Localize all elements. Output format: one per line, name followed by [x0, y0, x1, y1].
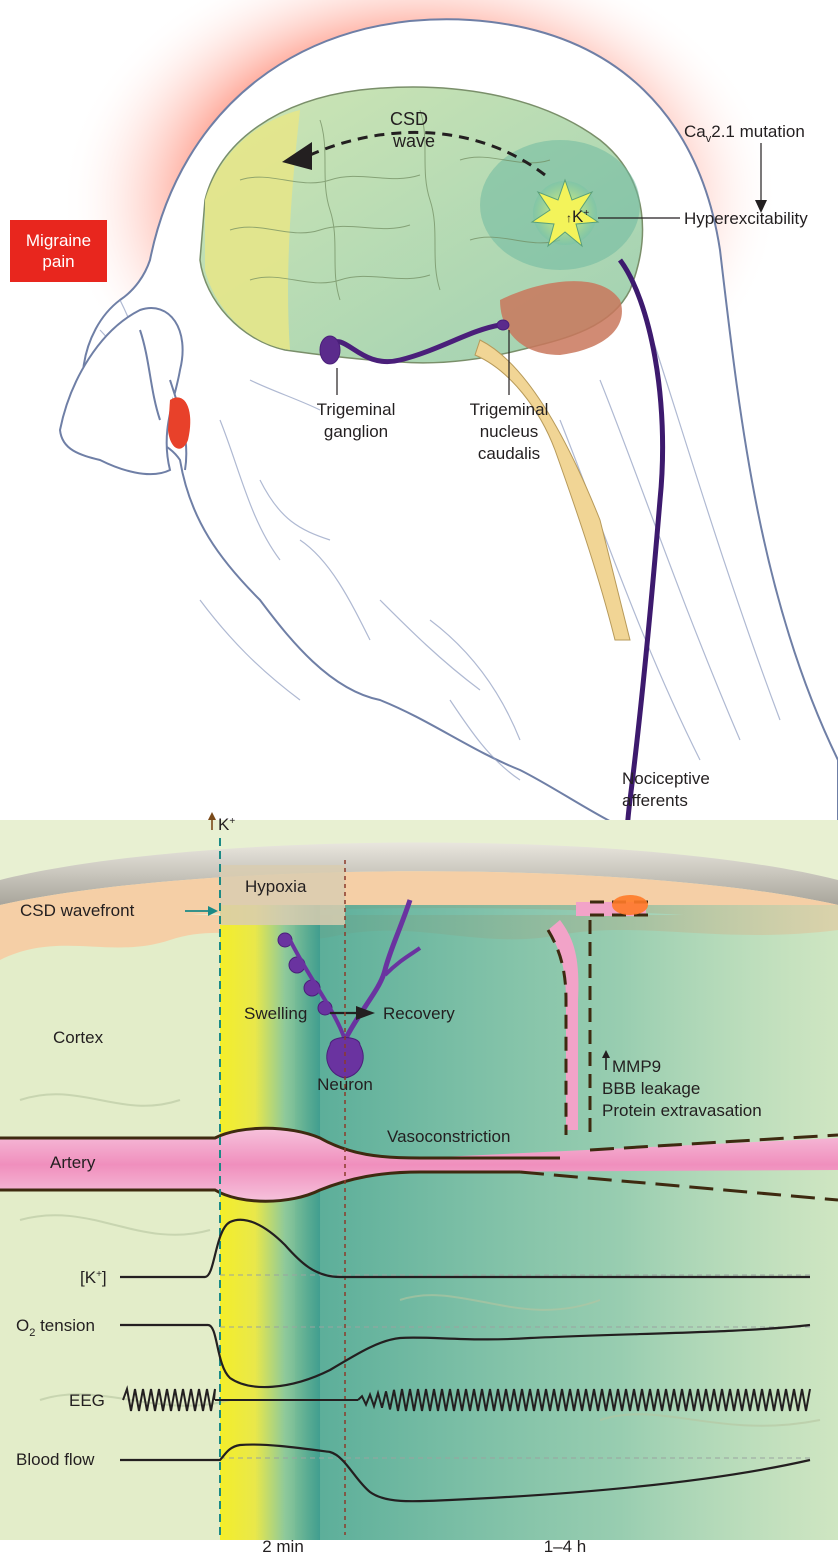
k-trace-label: [K+]	[80, 1268, 107, 1287]
trigeminal-ganglion-line2: ganglion	[324, 422, 388, 441]
nociceptive-line2: afferents	[622, 791, 688, 810]
trigeminal-nucleus-line3: caudalis	[478, 444, 540, 463]
eye-flare	[168, 397, 190, 448]
vasoconstriction-label: Vasoconstriction	[387, 1127, 510, 1146]
hypoxia-label: Hypoxia	[245, 877, 307, 896]
bbb-leakage-label: BBB leakage	[602, 1079, 700, 1098]
neuron-label: Neuron	[317, 1075, 373, 1094]
time-2min: 2 min	[262, 1537, 304, 1556]
cortex-panel	[0, 820, 838, 1540]
trigeminal-nucleus-line1: Trigeminal	[470, 400, 549, 419]
mmp9-label: MMP9	[612, 1057, 661, 1076]
hyperexcitability-label: Hyperexcitability	[684, 209, 808, 228]
migraine-pain-line2: pain	[42, 251, 74, 272]
artery-label: Artery	[50, 1153, 96, 1172]
cortex-label: Cortex	[53, 1028, 104, 1047]
protein-extravasation-label: Protein extravasation	[602, 1101, 762, 1120]
eeg-trace-label: EEG	[69, 1391, 105, 1410]
csd-wavefront-label: CSD wavefront	[20, 901, 135, 920]
recovery-label: Recovery	[383, 1004, 455, 1023]
hand-sketch	[60, 308, 186, 474]
nociceptive-line1: Nociceptive	[622, 769, 710, 788]
blood-flow-trace-label: Blood flow	[16, 1450, 95, 1469]
time-1-4h: 1–4 h	[544, 1537, 587, 1556]
csd-label-line1: CSD	[390, 109, 428, 129]
swelling-label: Swelling	[244, 1004, 307, 1023]
csd-label-line2: wave	[392, 131, 435, 151]
migraine-pain-line1: Migraine	[26, 230, 91, 251]
trigeminal-nucleus-line2: nucleus	[480, 422, 539, 441]
trigeminal-ganglion-line1: Trigeminal	[317, 400, 396, 419]
migraine-pain-box: Migraine pain	[10, 220, 107, 282]
